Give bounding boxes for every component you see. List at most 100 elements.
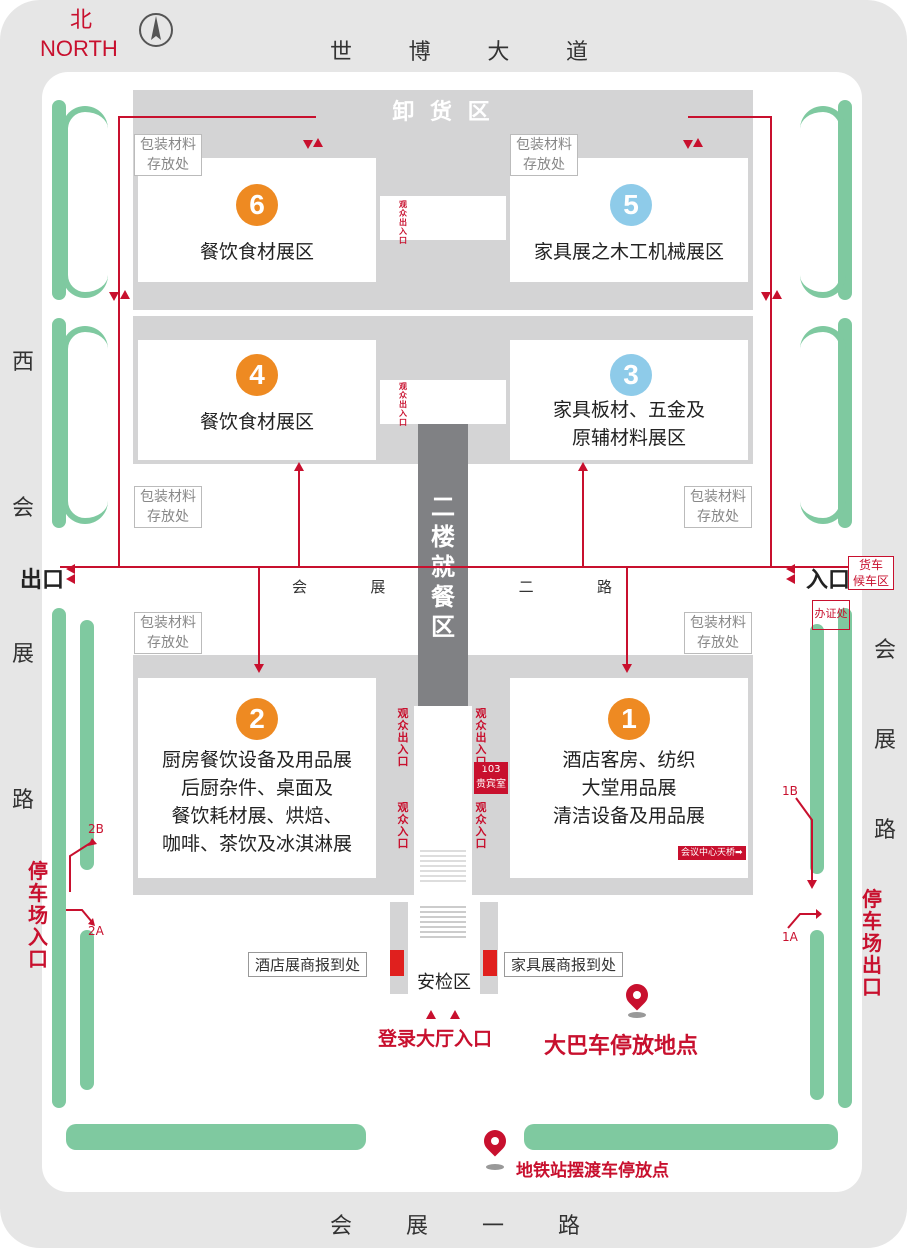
hall-3-number: 3 [610,354,652,396]
visitor-gate-label: 观众出入口 [399,200,407,245]
green-belt [800,326,846,524]
arrow-down-icon [303,140,313,149]
road-right-char: 展 [873,728,896,753]
road-right-char: 会 [873,638,896,663]
route-line [60,566,854,568]
visitor-gate-label: 观众出入口 [399,382,407,427]
arrow-up-icon [578,462,588,471]
gate-1b-label: 1B [782,784,798,798]
gate-2a-arrow-icon [66,909,95,926]
gate-1a-label: 1A [782,930,798,944]
gate-1b-arrow-icon [795,797,817,889]
road-left-char: 路 [11,788,34,813]
green-belt [524,1124,838,1150]
gate-2b-arrow-icon [69,838,97,892]
route-line [688,116,772,118]
road-middle-char: 会 [292,578,308,596]
arrow-down-icon [761,292,771,301]
road-bottom-char: 路 [557,1214,582,1239]
north-cn: 北 [70,8,93,33]
hall-1-label: 酒店客房、纺织 大堂用品展 清洁设备及用品展 [552,749,705,827]
hall-4-label: 餐饮食材展区 [199,411,314,433]
packaging-storage: 包装材料 存放处 [134,612,202,654]
exit-arrow-icon [66,564,75,574]
road-top: 世 博 大 道 [330,34,590,66]
parking-entrance-label: 停车场入口 [28,859,48,971]
arrow-down-icon [683,140,693,149]
arrow-up-icon [693,138,703,147]
gate-2a-label: 2A [88,924,104,938]
exit-arrow-icon [66,574,75,584]
registration-desk-left [390,950,404,976]
packaging-storage: 包装材料 存放处 [684,486,752,528]
lobby-entrance-label: 登录大厅入口 [378,1028,493,1050]
pin-shadow [628,1012,646,1018]
hall-5-label: 家具展之木工机械展区 [533,241,724,263]
green-belt [62,326,108,524]
parking-exit-label: 停车场出口 [862,887,882,999]
green-belt [66,1124,366,1150]
bus-parking-label: 大巴车停放地点 [544,1034,699,1059]
hall-5-number: 5 [610,184,652,226]
hall-3-label: 家具板材、五金及 原辅材料展区 [552,399,705,449]
arrow-down-icon [254,664,264,673]
registration-desk-right [483,950,497,976]
road-middle: 会 展 二 路 [292,576,612,597]
gate-1a-arrow-icon [787,909,822,929]
hall-6-label: 餐饮食材展区 [199,241,314,263]
road-left-char: 会 [11,496,34,521]
road-top-char: 世 [330,40,355,65]
green-belt [62,106,108,298]
road-bottom-char: 一 [481,1214,506,1239]
stairs-icon [420,850,466,884]
furniture-registration-label: 家具展商报到处 [504,952,624,977]
green-belt [80,620,94,870]
corridor-middle [380,380,506,424]
entrance-arrow-icon [786,574,795,584]
road-top-char: 道 [565,40,590,65]
visitor-gate-label: 观众出入口 [475,707,487,768]
vip-room[interactable]: 103 贵宾室 [474,762,508,794]
route-line [258,568,260,664]
road-top-char: 大 [487,40,512,65]
route-line [118,116,316,118]
arrow-up-icon [772,290,782,299]
green-belt [80,930,94,1090]
road-bottom-char: 会 [330,1214,355,1239]
security-label: 安检区 [417,972,471,993]
arrow-up-icon [426,1010,436,1019]
arrow-up-icon [313,138,323,147]
packaging-storage: 包装材料 存放处 [684,612,752,654]
arrow-down-icon [622,664,632,673]
route-line [118,116,120,568]
hall-6-number: 6 [236,184,278,226]
metro-shuttle-label: 地铁站摆渡车停放点 [516,1161,669,1181]
gate-2b-label: 2B [88,822,104,836]
arrow-up-icon [450,1010,460,1019]
road-left-char: 西 [11,350,34,375]
green-belt [838,608,852,1108]
route-line [770,116,772,568]
road-middle-char: 路 [596,578,612,596]
entrance-arrow-icon [786,564,795,574]
route-line [626,568,628,664]
green-belt [810,624,824,874]
arrow-up-icon [294,462,304,471]
packaging-storage: 包装材料 存放处 [134,134,202,176]
hall-4-number: 4 [236,354,278,396]
vip-number: 103 [481,764,501,775]
road-right-char: 路 [873,818,896,843]
arrow-down-icon [109,292,119,301]
visitor-gate-label: 观众入口 [475,801,487,850]
entrance-label: 入口 [806,568,851,593]
exit-label: 出口 [20,568,65,593]
hall-2-label: 厨房餐饮设备及用品展 后厨杂件、桌面及 餐饮耗材展、烘焙、 咖啡、茶饮及冰淇淋展 [161,749,352,855]
north-en: NORTH [40,36,118,61]
escalator-icon [420,906,466,940]
road-middle-char: 展 [370,578,386,596]
hall-2-number: 2 [236,698,278,740]
vip-label: 贵宾室 [476,779,506,790]
green-belt [800,106,846,298]
bridge-label[interactable]: 会议中心天桥➡ [678,846,746,860]
green-belt [52,608,66,1108]
